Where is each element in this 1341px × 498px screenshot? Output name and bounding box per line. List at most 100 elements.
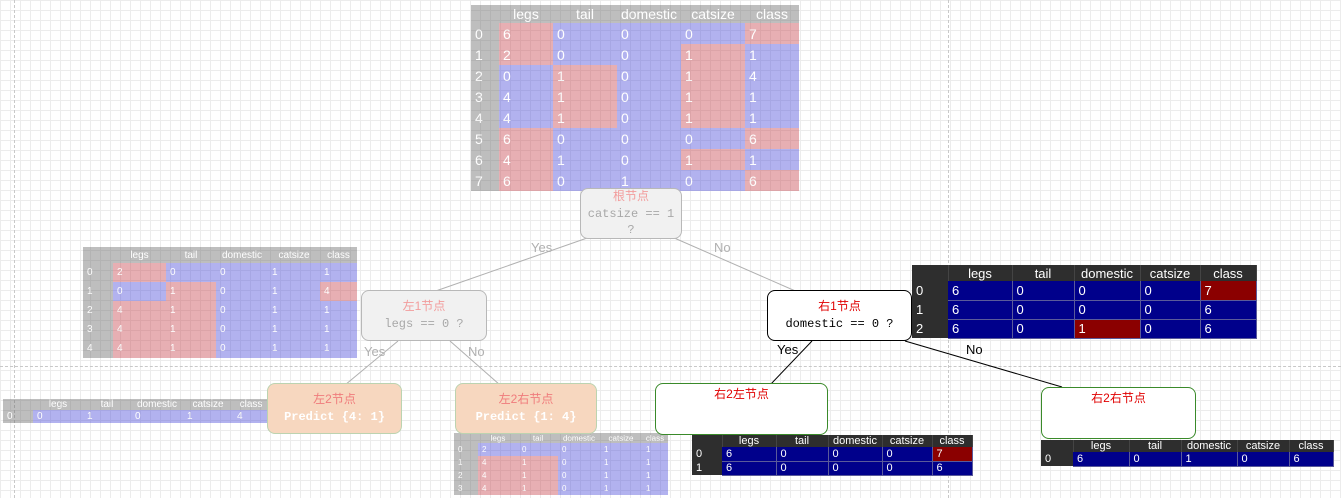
table-cell: 0 <box>558 456 600 469</box>
table-cell: 1 <box>600 482 642 495</box>
table-cell: 0 <box>1237 452 1290 467</box>
node-condition: catsize == 1 ? <box>587 207 675 237</box>
column-header-tail: tail <box>1012 265 1075 281</box>
index-header-cell <box>471 5 499 23</box>
table-cell: 0 <box>553 44 617 65</box>
column-header-legs: legs <box>1073 440 1130 452</box>
table-cell: 6 <box>745 128 799 149</box>
column-header-domestic: domestic <box>828 435 883 447</box>
table-cell: 0 <box>113 282 166 301</box>
table-cell: 6 <box>722 447 777 462</box>
edge-label-yes: Yes <box>777 342 799 357</box>
row-index-cell: 2 <box>454 469 478 482</box>
table-cell: 4 <box>499 86 553 107</box>
table-cell: 0 <box>1140 281 1201 301</box>
edge-root-right1 <box>671 236 801 294</box>
table-cell: 1 <box>1181 452 1238 467</box>
table-cell: 0 <box>1140 300 1201 320</box>
table-cell: 7 <box>745 23 799 44</box>
table-cell: 4 <box>113 320 166 339</box>
root-node[interactable]: 根节点 catsize == 1 ? <box>580 188 682 239</box>
row-index-cell: 0 <box>912 281 948 300</box>
edge-root-left1 <box>429 236 591 294</box>
table-cell: 6 <box>1200 300 1257 320</box>
row-index-cell: 4 <box>83 339 113 358</box>
column-header-catsize: catsize <box>1140 265 1201 281</box>
node-title: 右2右节点 <box>1091 391 1146 405</box>
table-cell: 1 <box>518 456 558 469</box>
table-cell: 6 <box>932 461 973 476</box>
table-cell: 0 <box>216 301 268 320</box>
table-cell: 2 <box>113 263 166 282</box>
table-cell: 0 <box>558 443 600 456</box>
column-header-domestic: domestic <box>216 247 268 263</box>
table-cell: 0 <box>216 339 268 358</box>
left2right-leaf-node[interactable]: 左2右节点 Predict {1: 4} <box>455 383 597 434</box>
index-header-cell <box>454 433 478 443</box>
column-header-class: class <box>1200 265 1257 281</box>
column-header-catsize: catsize <box>882 435 933 447</box>
edge-left1-left2 <box>344 340 399 386</box>
table-cell: 0 <box>617 65 681 86</box>
row-index-cell: 0 <box>3 410 33 423</box>
table-cell: 0 <box>828 447 883 462</box>
edge-label-no: No <box>966 342 983 357</box>
table-cell: 1 <box>745 44 799 65</box>
row-index-cell: 3 <box>83 320 113 339</box>
table-cell: 0 <box>553 23 617 44</box>
row-index-cell: 0 <box>692 447 722 461</box>
table-cell: 0 <box>681 23 745 44</box>
edge-label-no: No <box>714 240 731 255</box>
table-cell: 4 <box>478 469 518 482</box>
table-cell: 0 <box>33 410 83 423</box>
table-cell: 6 <box>722 461 777 476</box>
right2right-node[interactable]: 右2右节点 <box>1041 387 1196 439</box>
left2-leaf-node[interactable]: 左2节点 Predict {4: 1} <box>267 383 402 434</box>
table-cell: 1 <box>268 339 320 358</box>
node-title: 右2左节点 <box>714 387 769 401</box>
node-condition: legs == 0 ? <box>384 317 464 331</box>
table-cell: 0 <box>558 482 600 495</box>
edge-label-yes: Yes <box>364 344 386 359</box>
index-header-cell <box>83 247 113 263</box>
table-cell: 1 <box>268 282 320 301</box>
left1-node[interactable]: 左1节点 legs == 0 ? <box>361 290 487 341</box>
table-cell: 1 <box>320 320 357 339</box>
row-index-cell: 2 <box>471 65 499 86</box>
node-title: 根节点 <box>612 189 649 203</box>
right1-node[interactable]: 右1节点 domestic == 0 ? <box>767 290 912 341</box>
node-title: 左1节点 <box>402 299 446 313</box>
table-cell: 1 <box>553 65 617 86</box>
table-cell: 4 <box>478 482 518 495</box>
row-index-cell: 0 <box>1041 452 1073 466</box>
right2left-node[interactable]: 右2左节点 <box>655 383 828 435</box>
table-cell: 1 <box>681 107 745 128</box>
table-cell: 0 <box>617 107 681 128</box>
table-cell: 6 <box>948 319 1013 339</box>
column-header-tail: tail <box>776 435 829 447</box>
column-header-catsize: catsize <box>1237 440 1290 452</box>
edge-right1-right2left <box>769 340 813 386</box>
table-cell: 0 <box>882 447 933 462</box>
row-index-cell: 7 <box>471 170 499 191</box>
row-index-cell: 4 <box>471 107 499 128</box>
table-cell: 1 <box>268 301 320 320</box>
column-header-tail: tail <box>166 247 216 263</box>
table-cell: 1 <box>745 86 799 107</box>
table-cell: 1 <box>600 456 642 469</box>
table-cell: 0 <box>776 447 829 462</box>
